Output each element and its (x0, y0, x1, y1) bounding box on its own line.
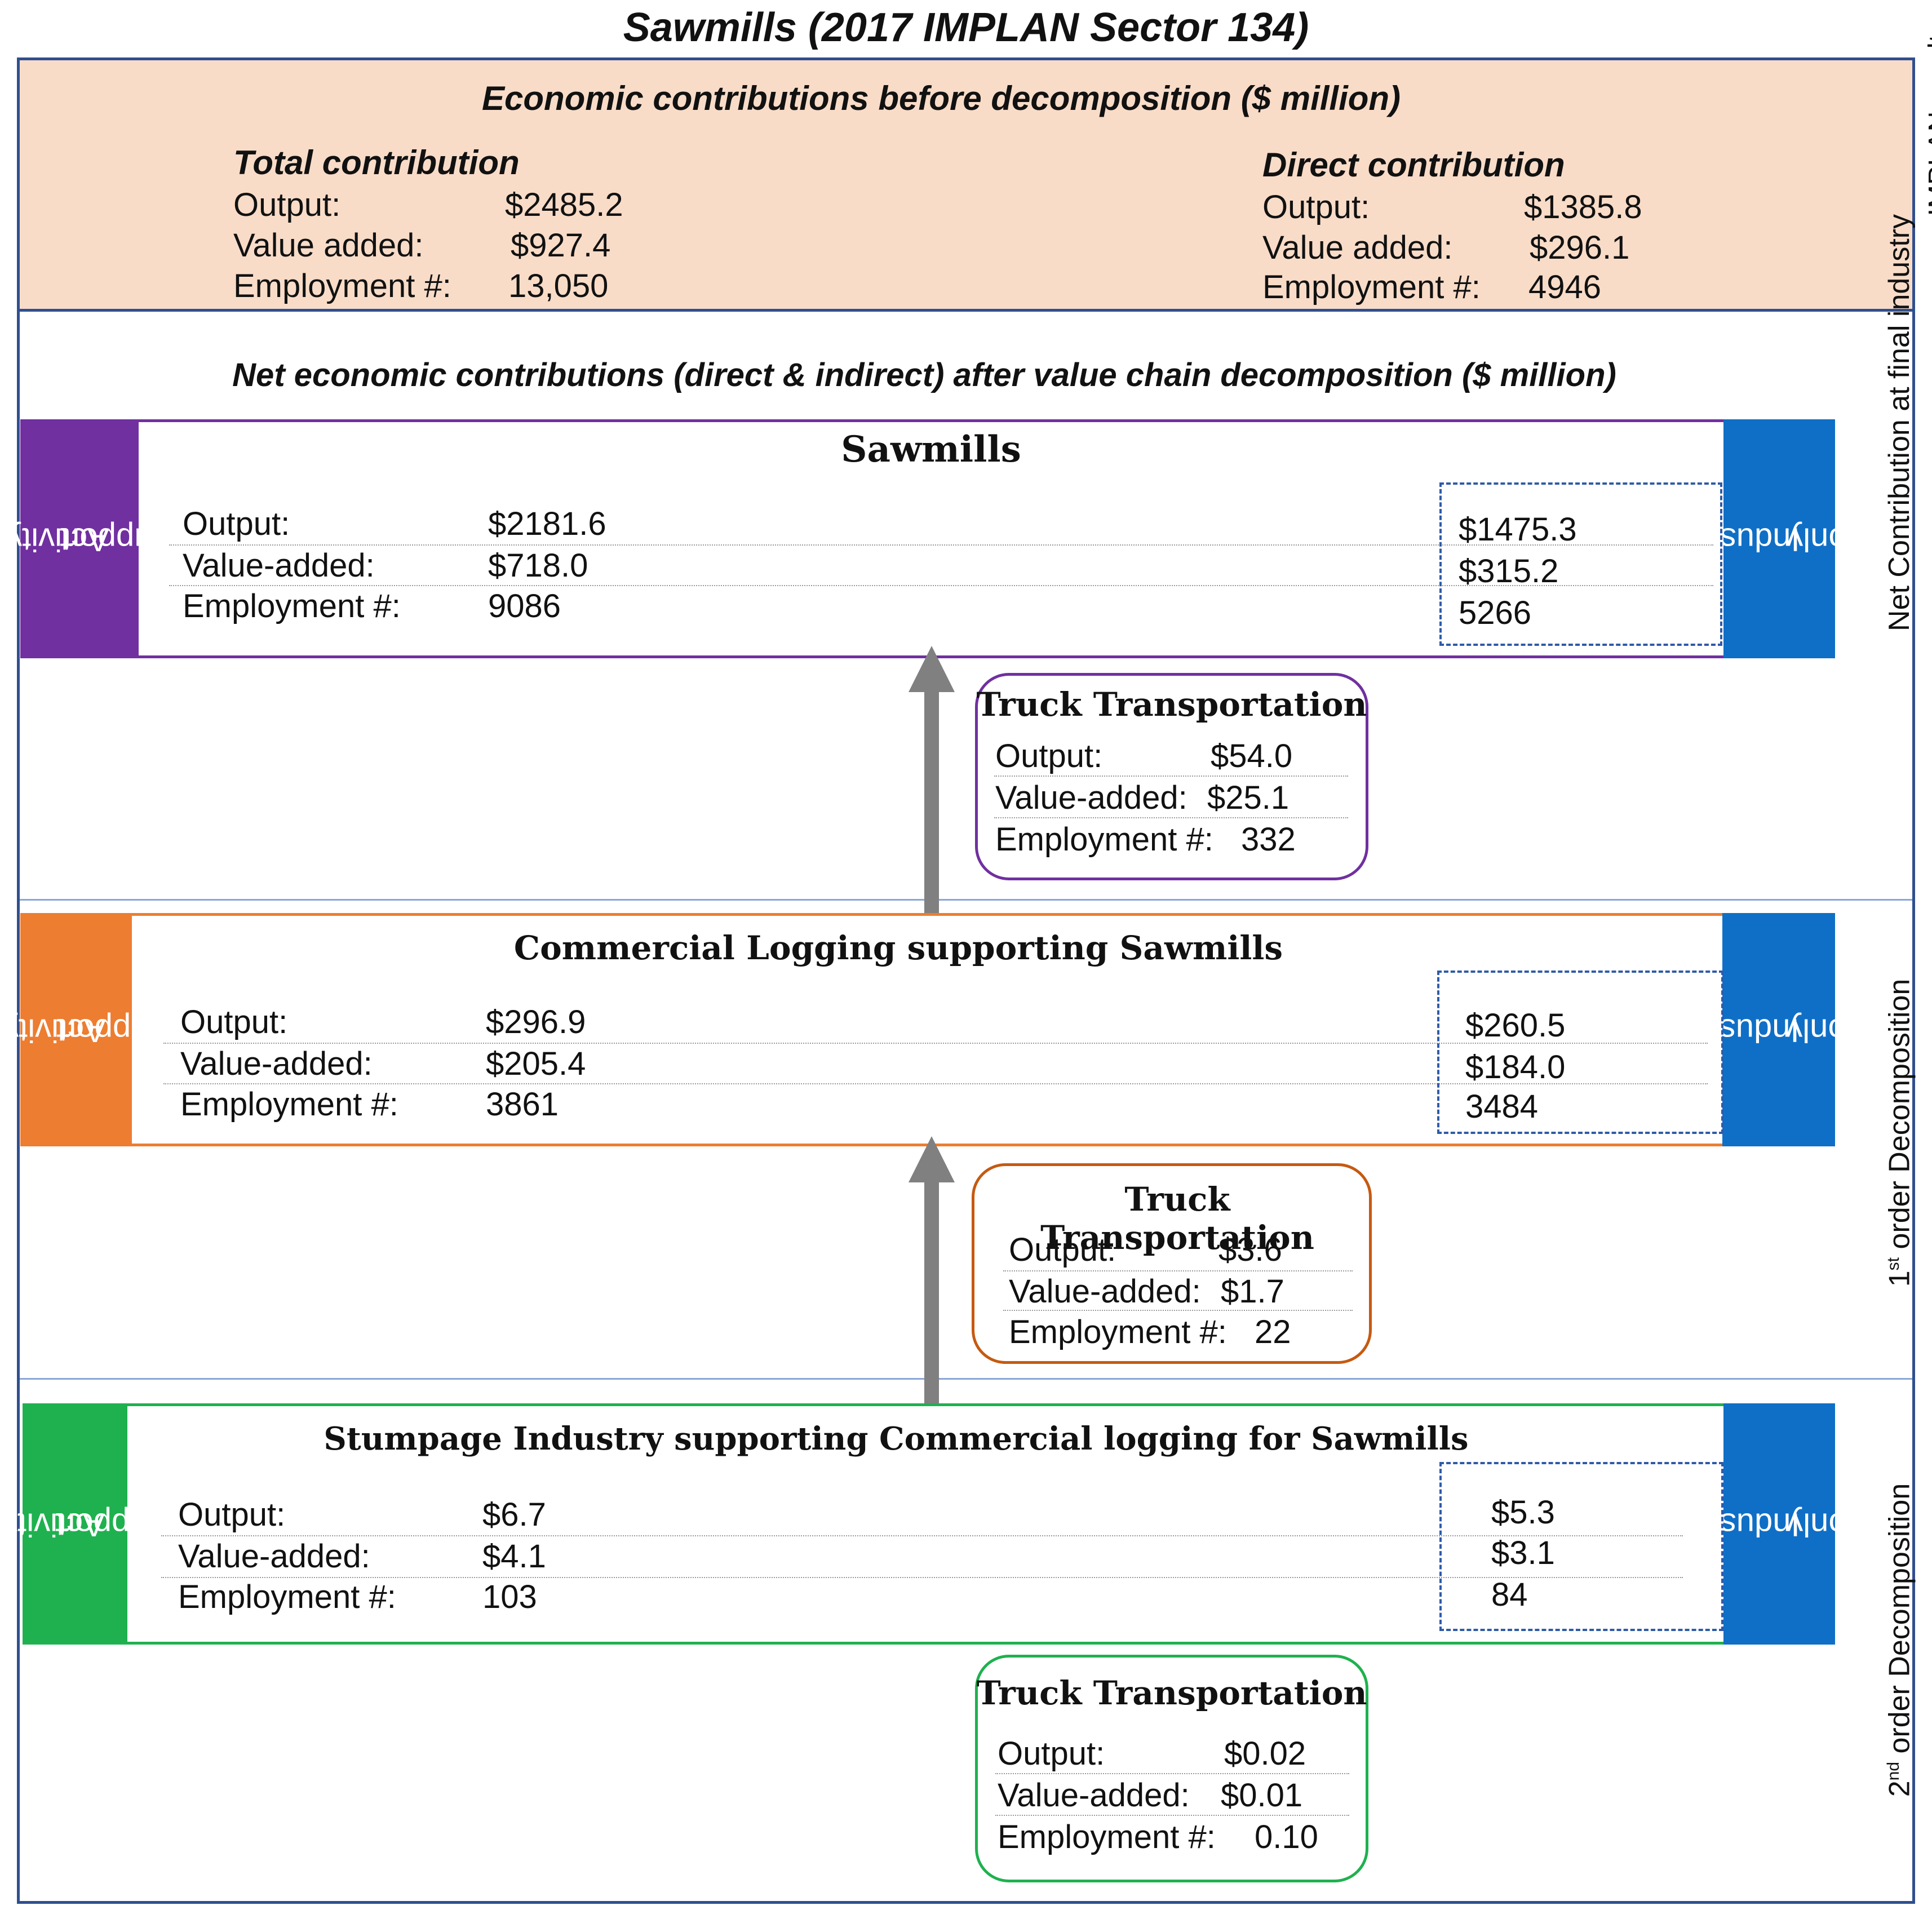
arrow-up-2-shaft (924, 1180, 939, 1406)
logging-employment-value: 3861 (486, 1086, 559, 1123)
second-order-side-label: 2nd order Decomposition (1883, 1483, 1916, 1797)
truck-2-value-added-value: $1.7 (1221, 1273, 1284, 1310)
truck-transport-3-title: Truck Transportation (976, 1674, 1367, 1712)
truck-3-employment-value: 0.10 (1255, 1819, 1318, 1855)
page-title: Sawmills (2017 IMPLAN Sector 134) (623, 5, 1309, 50)
sawmills-output-label: Output: (183, 506, 290, 542)
truck-1-output-value: $54.0 (1211, 738, 1293, 774)
first-order-side-label: 1st order Decomposition (1883, 978, 1916, 1287)
logging-output-value: $296.9 (486, 1004, 586, 1040)
logging-output-label: Output: (180, 1004, 288, 1040)
stumpage-box (23, 1403, 1835, 1645)
stumpage-industry-value-added: $3.1 (1491, 1535, 1555, 1571)
implan-heading: Economic contributions before decomposit… (481, 79, 1401, 117)
stumpage-value-added-label: Value-added: (178, 1538, 370, 1575)
direct-contribution-heading: Direct contribution (1262, 146, 1565, 184)
sawmills-industry-output: $1475.3 (1459, 511, 1577, 548)
direct-employment-label: Employment #: (1262, 269, 1481, 305)
truck-1-value-added-value: $25.1 (1207, 779, 1290, 816)
sawmills-box (20, 419, 1835, 658)
frame-left (17, 57, 20, 1904)
truck-1-employment-label: Employment #: (995, 821, 1213, 858)
logging-industry-only-box (1437, 971, 1723, 1134)
logging-industry-output: $260.5 (1465, 1007, 1566, 1044)
truck-2-value-added-label: Value-added: (1009, 1273, 1201, 1310)
logging-value-added-value: $205.4 (486, 1045, 586, 1082)
arrow-up-1-icon (909, 646, 955, 692)
sawmills-employment-value: 9086 (488, 588, 561, 624)
total-contribution-heading: Total contribution (233, 144, 520, 181)
truck-2-output-label: Output: (1009, 1231, 1116, 1268)
stumpage-industry-employment: 84 (1491, 1576, 1528, 1613)
truck-2-output-value: $3.6 (1218, 1231, 1282, 1268)
truck-transport-1-title: Truck Transportation (976, 685, 1367, 724)
logging-value-added-label: Value-added: (180, 1045, 373, 1082)
total-value-added-value: $927.4 (511, 227, 611, 264)
truck-transport-box-2 (972, 1163, 1372, 1364)
truck-3-value-added-value: $0.01 (1221, 1777, 1303, 1814)
direct-value-added-label: Value added: (1262, 229, 1453, 266)
stumpage-output-value: $6.7 (482, 1496, 546, 1533)
truck-3-employment-label: Employment #: (998, 1819, 1216, 1855)
stumpage-output-label: Output: (178, 1496, 286, 1533)
sawmills-industry-only-box (1439, 482, 1722, 646)
truck-transport-box-1 (975, 673, 1368, 880)
direct-value-added-value: $296.1 (1530, 229, 1630, 266)
truck-3-output-label: Output: (998, 1735, 1105, 1772)
truck-3-output-value: $0.02 (1224, 1735, 1306, 1772)
frame-bottom (17, 1901, 1915, 1904)
stumpage-activity-support-tab: Activity &Support (0, 1403, 170, 1645)
truck-3-value-added-label: Value-added: (998, 1777, 1190, 1814)
sawmills-industry-value-added: $315.2 (1459, 553, 1559, 590)
sawmills-title: Sawmills (841, 428, 1021, 471)
truck-transport-2-title: Truck Transportation (1040, 1180, 1314, 1257)
frame-top (17, 57, 1915, 60)
total-employment-value: 13,050 (508, 268, 609, 304)
sawmills-employment-label: Employment #: (183, 588, 401, 624)
stumpage-title: Stumpage Industry supporting Commercial … (324, 1420, 1469, 1457)
truck-2-employment-label: Employment #: (1009, 1314, 1227, 1350)
stumpage-employment-value: 103 (482, 1579, 537, 1615)
arrow-up-1-shaft (924, 690, 939, 915)
direct-output-value: $1385.8 (1524, 189, 1642, 225)
sawmills-industry-employment: 5266 (1459, 595, 1532, 631)
truck-2-employment-value: 22 (1255, 1314, 1291, 1350)
direct-employment-value: 4946 (1528, 269, 1602, 305)
truck-1-employment-value: 332 (1241, 821, 1296, 858)
total-output-label: Output: (233, 187, 341, 223)
logging-industry-value-added: $184.0 (1465, 1049, 1566, 1085)
implan-results-panel (18, 60, 1914, 311)
band-divider-1 (20, 899, 1912, 901)
sawmills-value-added-label: Value-added: (183, 547, 375, 584)
truck-transport-box-3 (975, 1655, 1368, 1882)
logging-industry-employment: 3484 (1465, 1088, 1539, 1125)
logging-employment-label: Employment #: (180, 1086, 398, 1123)
total-value-added-label: Value added: (233, 227, 424, 264)
direct-output-label: Output: (1262, 189, 1370, 225)
arrow-up-2-icon (909, 1136, 955, 1182)
sawmills-activity-support-tab: Activity &Support (0, 419, 174, 658)
implan-results-side-label: IMPLAN results (1922, 20, 1932, 216)
band-divider-2 (20, 1378, 1912, 1380)
truck-1-output-label: Output: (995, 738, 1103, 774)
sawmills-value-added-value: $718.0 (488, 547, 588, 584)
logging-title: Commercial Logging supporting Sawmills (513, 929, 1283, 967)
implan-divider (17, 309, 1915, 312)
stumpage-industry-only-box (1439, 1462, 1723, 1631)
stumpage-value-added-value: $4.1 (482, 1538, 546, 1575)
stumpage-industry-output: $5.3 (1491, 1494, 1555, 1531)
sawmills-output-value: $2181.6 (488, 506, 606, 542)
net-contribution-heading: Net economic contributions (direct & ind… (232, 357, 1616, 393)
total-output-value: $2485.2 (505, 187, 623, 223)
logging-activity-support-tab: Activity &Support (0, 913, 171, 1146)
stumpage-employment-label: Employment #: (178, 1579, 396, 1615)
truck-1-value-added-label: Value-added: (995, 779, 1187, 816)
frame-right (1912, 57, 1915, 1904)
final-industry-side-label: Net Contribution at final industry (1883, 214, 1916, 631)
total-employment-label: Employment #: (233, 268, 451, 304)
